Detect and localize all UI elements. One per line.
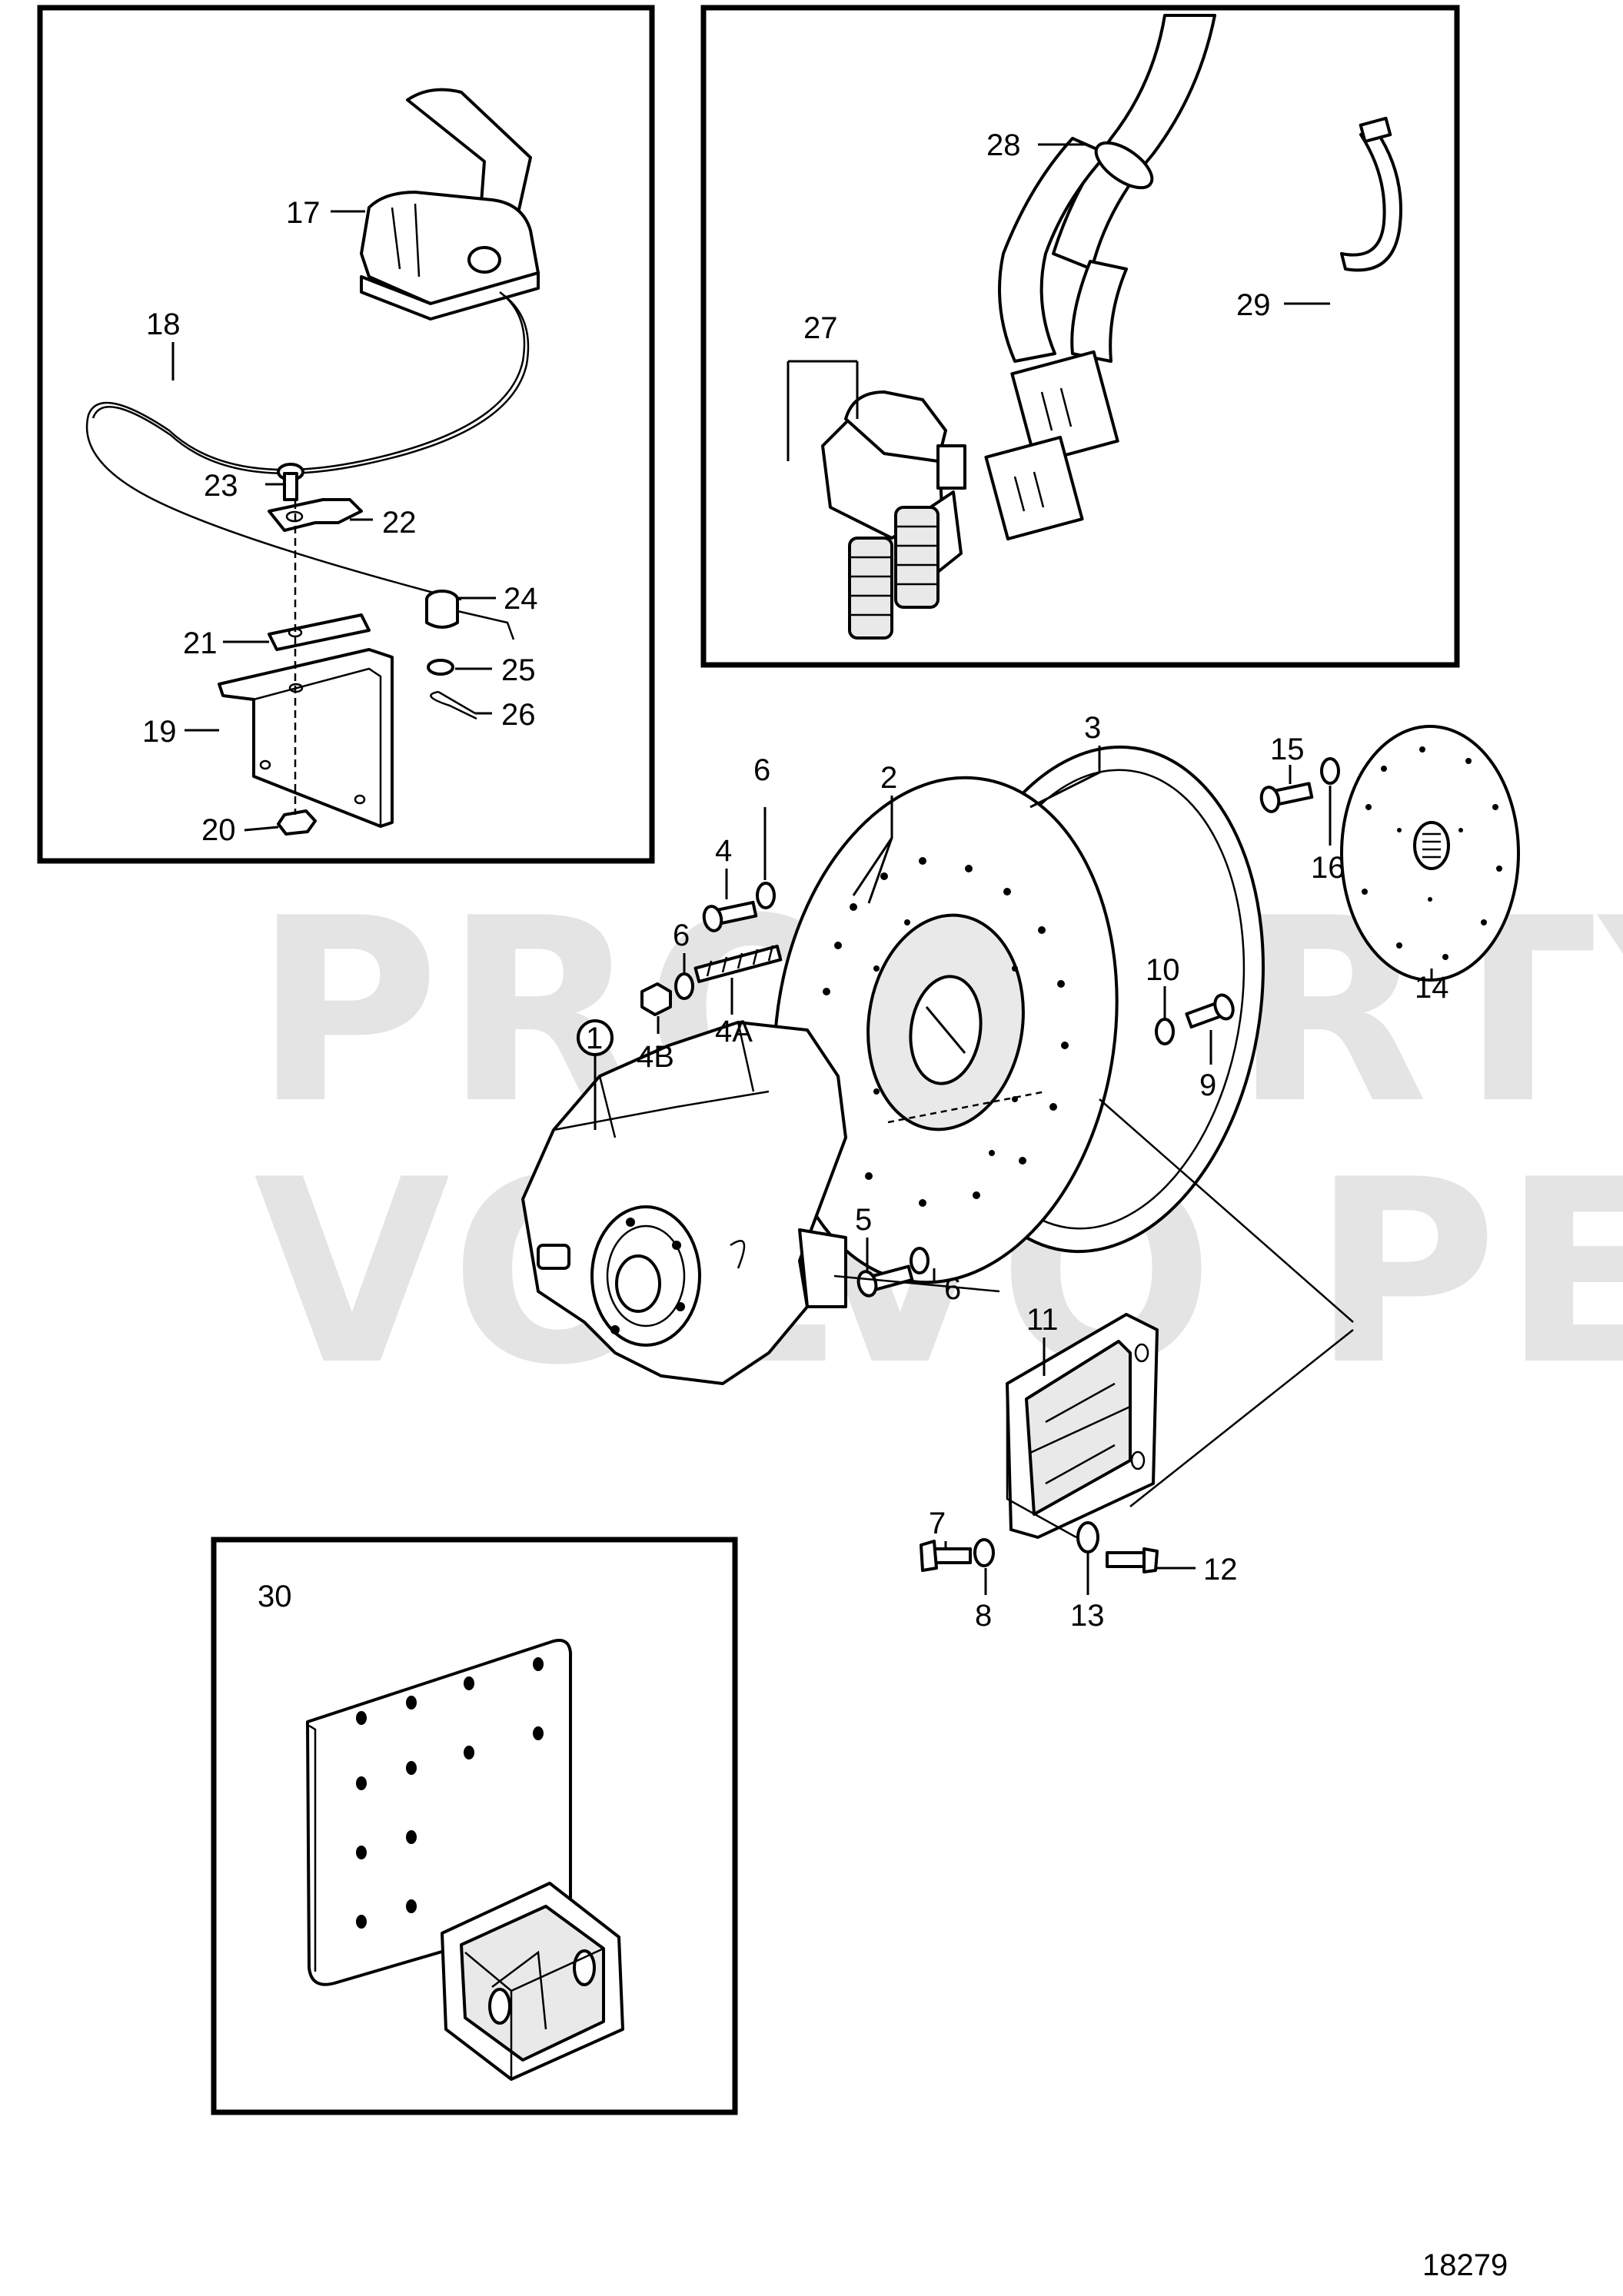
callout-16: 16 (1311, 851, 1345, 885)
control-lever-frame (37, 5, 655, 864)
callout-7: 7 (929, 1507, 946, 1540)
callout-29: 29 (1236, 288, 1271, 322)
callout-26: 26 (501, 698, 536, 732)
mounting-plate-panel: 30 (211, 1537, 738, 2115)
bracket-19 (218, 648, 394, 828)
callout-9: 9 (1199, 1068, 1216, 1102)
washer-6-middle (674, 972, 694, 1000)
mounting-plate-30 (306, 1639, 572, 1986)
flex-plate-14 (1340, 725, 1520, 982)
callout-17: 17 (286, 196, 321, 230)
main-assembly: 1 2 3 4 4A 4B 6 6 5 6 10 9 15 16 14 11 7… (521, 711, 1520, 1633)
solenoid-frame (700, 5, 1460, 668)
callout-28: 28 (986, 128, 1021, 162)
plate-21 (268, 613, 371, 651)
callout-3: 3 (1084, 711, 1101, 745)
bolt-15 (1259, 782, 1314, 813)
callout-1: 1 (586, 1022, 603, 1055)
stud-4a (693, 945, 783, 983)
bolt-9 (1185, 993, 1235, 1029)
callout-10: 10 (1146, 953, 1180, 987)
mount-bracket-30 (441, 1882, 624, 2081)
cable-18 (85, 291, 526, 601)
solenoid-valve-27 (821, 390, 966, 640)
nut-4b (640, 982, 672, 1016)
callout-15: 15 (1270, 733, 1305, 766)
callout-12: 12 (1203, 1553, 1238, 1587)
washer-6-upper (756, 882, 776, 909)
callout-27: 27 (803, 311, 838, 345)
control-lever-17 (360, 88, 540, 321)
callout-5: 5 (855, 1203, 872, 1237)
bolt-12 (1106, 1547, 1159, 1573)
callout-4a: 4A (715, 1015, 753, 1048)
bolt-4 (702, 900, 758, 932)
callout-20: 20 (201, 813, 236, 847)
bolt-5 (856, 1264, 914, 1298)
cable-end-24 (425, 590, 515, 640)
callout-25: 25 (501, 653, 536, 687)
solenoid-panel: 28 27 29 (700, 5, 1460, 668)
washer-25 (427, 659, 454, 676)
split-pin-26 (430, 690, 477, 720)
callout-21: 21 (183, 626, 218, 660)
bolt-23 (277, 463, 304, 501)
callout-13: 13 (1070, 1599, 1105, 1633)
washer-8 (973, 1538, 995, 1567)
callout-6-upper: 6 (753, 753, 770, 787)
callout-30: 30 (258, 1580, 292, 1613)
callout-11: 11 (1026, 1303, 1059, 1337)
bolt-7 (920, 1540, 972, 1572)
washer-6-lower (910, 1247, 930, 1274)
callout-22: 22 (382, 506, 417, 540)
reverse-gear-1 (521, 1021, 847, 1385)
callout-8: 8 (975, 1599, 992, 1633)
callout-23: 23 (204, 469, 238, 503)
callout-14: 14 (1415, 971, 1449, 1005)
washer-16 (1320, 757, 1340, 785)
connector-plug-upper (1010, 350, 1119, 465)
connector-plug-lower (984, 435, 1084, 541)
callout-4: 4 (715, 834, 732, 868)
control-lever-panel: 17 18 23 22 24 21 25 19 26 20 (37, 5, 655, 864)
callout-4b: 4B (637, 1040, 674, 1074)
callout-19: 19 (142, 715, 177, 749)
callout-6-lower: 6 (944, 1272, 961, 1306)
mounting-plate-frame (211, 1537, 738, 2115)
washer-10 (1155, 1018, 1175, 1045)
callout-18: 18 (146, 307, 181, 341)
drawing-number: 18279 (1422, 2248, 1508, 2282)
callout-24: 24 (504, 582, 538, 616)
callout-2: 2 (880, 761, 897, 795)
cable-tie-29 (1340, 116, 1402, 272)
washer-13 (1076, 1521, 1099, 1553)
nut-20 (277, 809, 317, 836)
callout-6-middle: 6 (673, 919, 690, 952)
clamp-22 (268, 498, 363, 532)
